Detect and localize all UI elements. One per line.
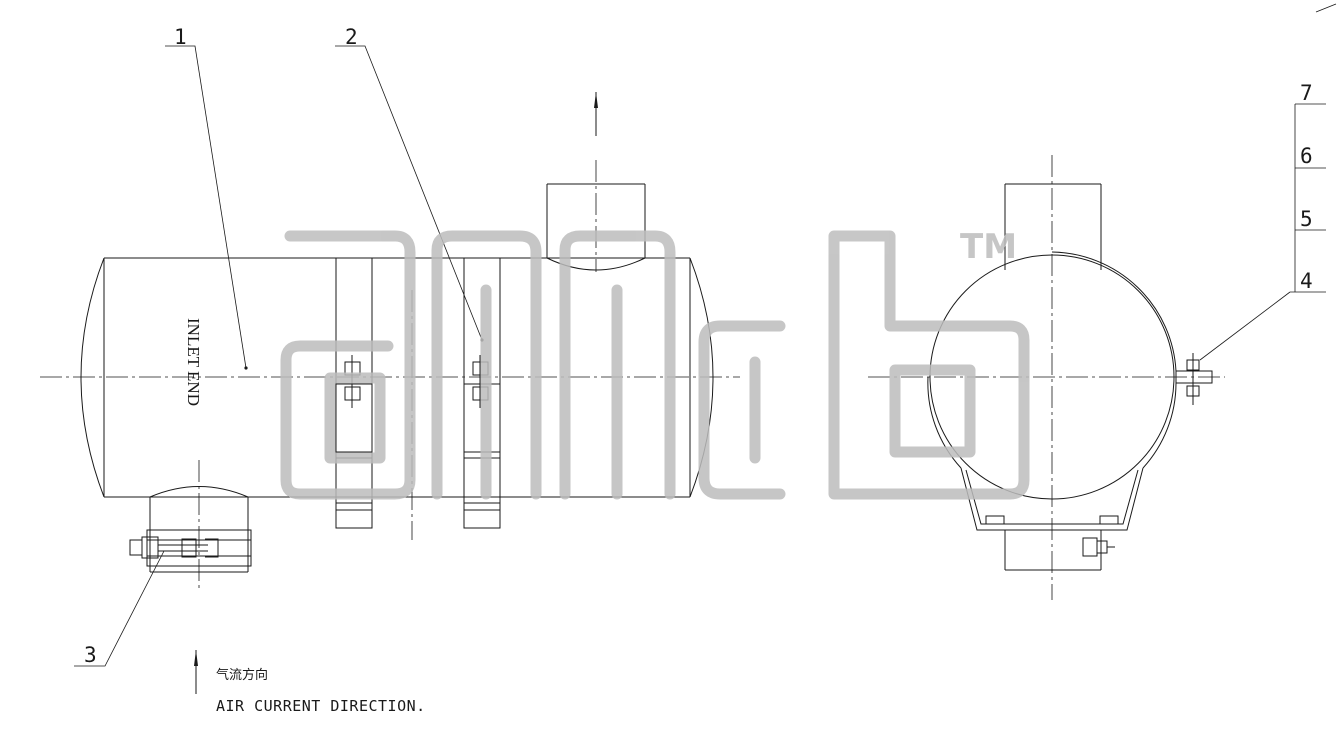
corner-mark (1315, 3, 1337, 13)
outlet-pipe (546, 183, 646, 271)
watermark-trademark: TM (960, 227, 1017, 267)
inlet-pipe (149, 486, 249, 573)
inlet-clamp (129, 529, 252, 567)
muffler-end-circle (929, 254, 1175, 500)
callout-7: 7 (1300, 81, 1313, 105)
airflow-legend: 气流方向 AIR CURRENT DIRECTION. (194, 650, 426, 715)
callout-5: 5 (1300, 207, 1313, 231)
callout-6: 6 (1300, 144, 1313, 168)
callout-1: 1 (174, 25, 187, 49)
callout-2: 2 (345, 25, 358, 49)
mounting-bracket-left (335, 257, 373, 529)
legend-english: AIR CURRENT DIRECTION. (216, 697, 426, 715)
watermark-logo: TM (280, 227, 1030, 500)
airflow-arrow-icon (194, 650, 198, 666)
callout-4: 4 (1300, 269, 1313, 293)
airflow-arrow-top (594, 92, 598, 136)
legend-chinese: 气流方向 (216, 667, 268, 683)
callout-3: 3 (84, 643, 97, 667)
inlet-end-label: INLET END (184, 318, 203, 406)
